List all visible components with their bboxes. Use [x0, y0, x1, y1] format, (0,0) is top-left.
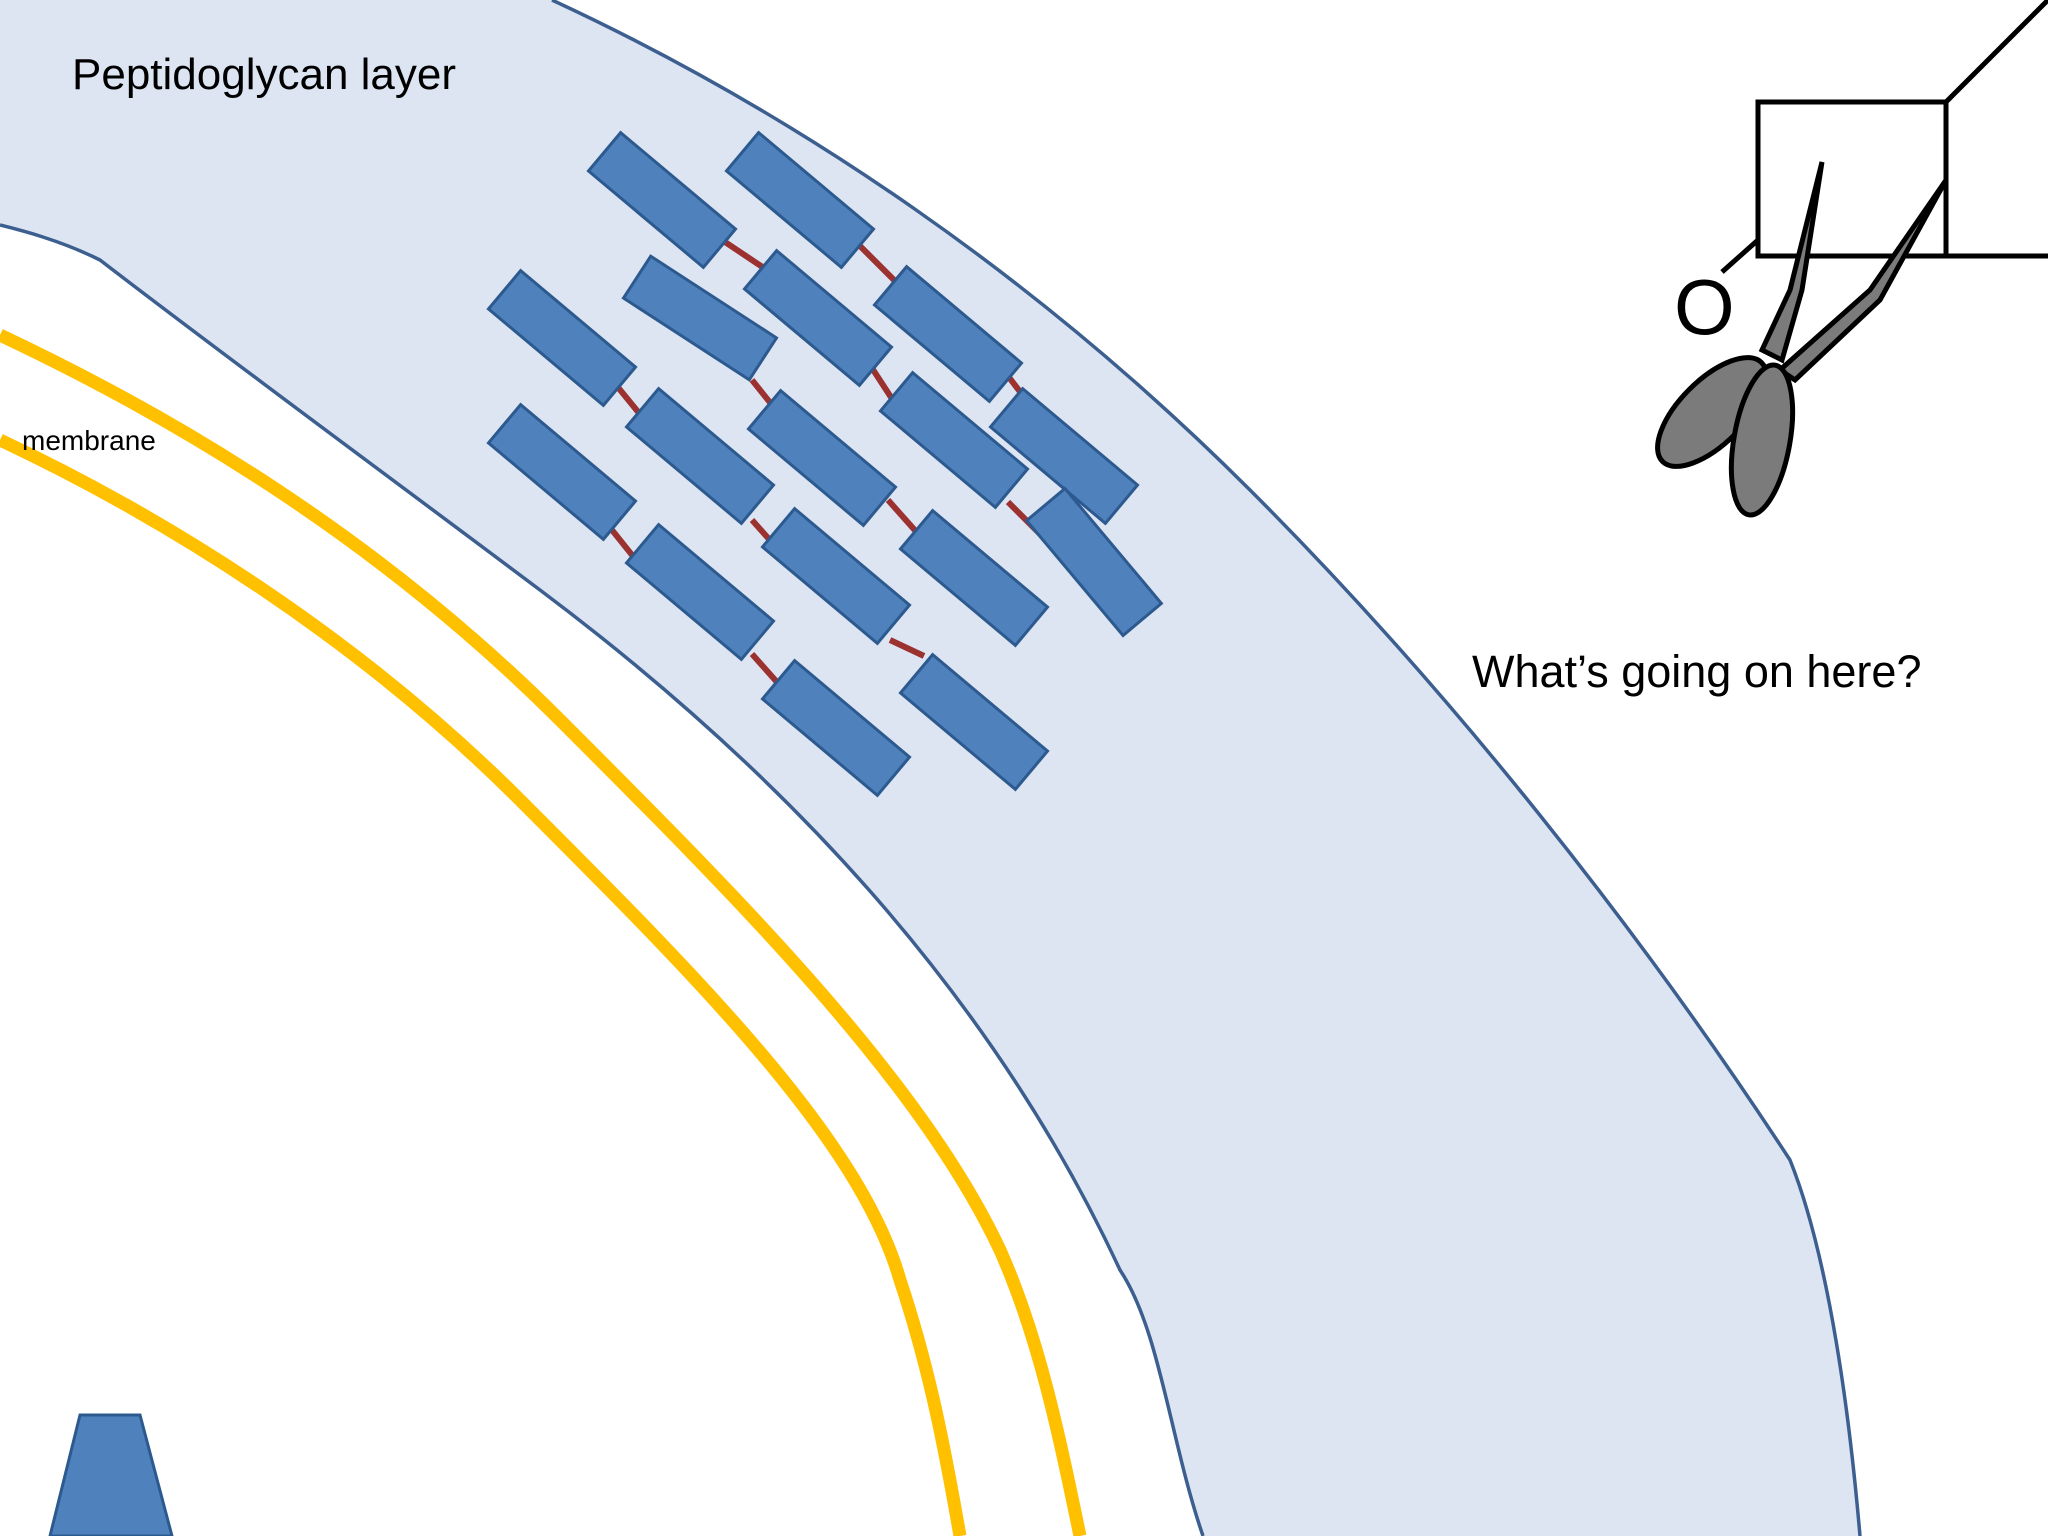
membrane-inner-line: [0, 434, 967, 1536]
sugar-ring-structure: [1720, 0, 2048, 274]
membrane-label: membrane: [22, 425, 156, 456]
glycan-strand: [760, 658, 912, 798]
glycan-strand: [586, 130, 738, 270]
glycan-strand: [486, 402, 638, 542]
scissors-icon: [1655, 161, 1949, 518]
glycan-strand: [486, 268, 638, 408]
peptidoglycan-band: [0, 0, 1860, 1536]
glycan-strand: [760, 506, 912, 646]
question-text: What’s going on here?: [1472, 646, 1922, 697]
glycan-strand: [872, 264, 1024, 404]
peptidoglycan-inner-edge: [0, 223, 1205, 1536]
peptidoglycan-outer-edge: [551, 0, 1862, 1536]
glycan-strand: [898, 508, 1050, 648]
peptidoglycan-layer-label: Peptidoglycan layer: [72, 50, 457, 99]
glycan-strand: [624, 522, 776, 662]
glycan-strand: [898, 652, 1050, 792]
glycan-strand: [878, 370, 1030, 510]
glycan-strand: [988, 386, 1140, 526]
membrane-outer-line: [0, 329, 1087, 1536]
glycan-strands: [486, 130, 1164, 798]
glycan-strand: [624, 386, 776, 526]
membrane-protein: [48, 1413, 174, 1536]
glycan-strand: [621, 254, 779, 382]
peptide-crosslink: [888, 637, 926, 659]
glycan-strand: [724, 130, 876, 270]
glycan-strand: [746, 388, 898, 528]
glycan-strand: [742, 248, 894, 388]
oxygen-atom-label: O: [1674, 263, 1735, 351]
glycan-strand: [1024, 486, 1164, 638]
